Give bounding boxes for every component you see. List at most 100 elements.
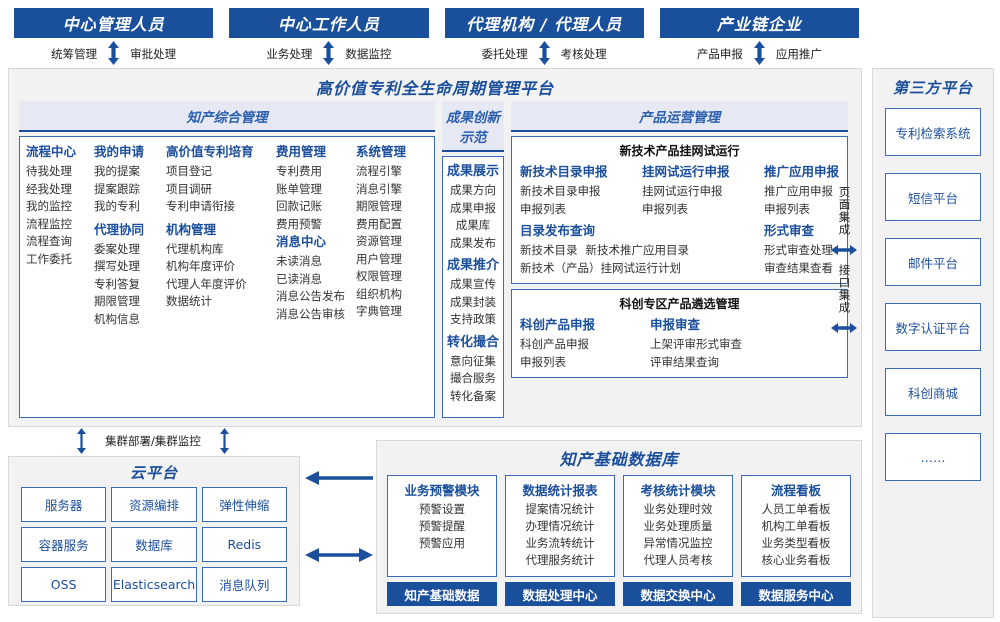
cloud-cell-container[interactable]: 容器服务 <box>21 527 107 562</box>
db-card-item[interactable]: 业务类型看板 <box>761 536 831 550</box>
menu-item[interactable]: 新技术目录申报 <box>520 184 601 198</box>
menu-item[interactable]: 新技术目录 <box>520 243 578 257</box>
menu-item[interactable]: 专利答复 <box>94 276 140 291</box>
menu-item[interactable]: 成果发布 <box>450 235 496 250</box>
third-party-item-more[interactable]: …… <box>885 433 981 481</box>
menu-item[interactable]: 数据统计 <box>166 294 212 308</box>
menu-item[interactable]: 机构信息 <box>94 311 140 326</box>
menu-item[interactable]: 账单管理 <box>276 181 322 196</box>
cloud-cell-elasticsearch[interactable]: Elasticsearch <box>111 567 197 602</box>
db-card-item[interactable]: 业务处理质量 <box>643 519 713 533</box>
menu-item[interactable]: 工作委托 <box>26 251 72 266</box>
menu-item[interactable]: 期限管理 <box>94 294 140 308</box>
menu-item[interactable]: 流程监控 <box>26 216 72 231</box>
menu-item[interactable]: 专利申请衔接 <box>166 199 235 213</box>
menu-item[interactable]: 项目调研 <box>166 181 212 196</box>
menu-item[interactable]: 评审结果查询 <box>650 354 720 369</box>
third-party-item-kechuang-mall[interactable]: 科创商城 <box>885 368 981 416</box>
menu-item[interactable]: 字典管理 <box>356 304 402 318</box>
cloud-cell-redis[interactable]: Redis <box>201 527 287 562</box>
menu-item[interactable]: 组织机构 <box>356 286 402 301</box>
menu-item[interactable]: 费用预警 <box>276 216 322 231</box>
menu-item[interactable]: 项目登记 <box>166 164 212 178</box>
menu-item[interactable]: 申报列表 <box>764 201 811 216</box>
menu-item[interactable]: 代理机构库 <box>166 241 224 256</box>
db-card-item[interactable]: 人员工单看板 <box>761 502 831 516</box>
db-card-item[interactable]: 预警设置 <box>419 502 465 516</box>
menu-item[interactable]: 委案处理 <box>94 241 140 256</box>
menu-item[interactable]: 提案跟踪 <box>94 181 140 196</box>
menu-item[interactable]: 科创产品申报 <box>520 337 590 351</box>
menu-item[interactable]: 成果宣传 <box>450 277 496 291</box>
db-card-item[interactable]: 业务处理时效 <box>643 502 713 516</box>
menu-item[interactable]: 代理人年度评价 <box>166 276 247 291</box>
db-card-item[interactable]: 核心业务看板 <box>761 553 831 567</box>
menu-item[interactable]: 权限管理 <box>356 269 402 283</box>
menu-item[interactable]: 申报列表 <box>520 201 567 216</box>
db-card-item[interactable]: 预警应用 <box>419 536 465 550</box>
db-foot-button[interactable]: 数据交换中心 <box>623 582 733 606</box>
menu-item[interactable]: 机构年度评价 <box>166 259 235 273</box>
menu-item[interactable]: 审查结果查看 <box>764 260 834 275</box>
subpanel-title: 新技术产品挂网试运行 <box>619 144 740 158</box>
menu-item[interactable]: 转化备案 <box>450 388 496 403</box>
third-party-item-email[interactable]: 邮件平台 <box>885 238 981 286</box>
cloud-cell-elastic-scaling[interactable]: 弹性伸缩 <box>201 487 287 522</box>
menu-item[interactable]: 流程查询 <box>26 234 72 248</box>
menu-item[interactable]: 我的监控 <box>26 199 72 213</box>
menu-item[interactable]: 我的专利 <box>94 199 140 213</box>
db-foot-button[interactable]: 数据处理中心 <box>505 582 615 606</box>
menu-item[interactable]: 流程引擎 <box>356 164 402 178</box>
menu-item[interactable]: 新技术（产品）挂网试运行计划 <box>520 260 682 275</box>
menu-item[interactable]: 消息公告发布 <box>276 289 345 303</box>
menu-item[interactable]: 形式审查处理 <box>764 243 834 257</box>
menu-item[interactable]: 申报列表 <box>520 354 567 369</box>
menu-item[interactable]: 意向征集 <box>450 353 496 368</box>
menu-item[interactable]: 上架评审形式审查 <box>650 337 743 351</box>
menu-item[interactable]: 我的提案 <box>94 164 140 178</box>
menu-item[interactable]: 成果封装 <box>450 294 496 309</box>
menu-item[interactable]: 支持政策 <box>450 312 496 326</box>
menu-item[interactable]: 推广应用申报 <box>764 184 834 198</box>
menu-item[interactable]: 费用配置 <box>356 216 402 231</box>
db-card-item[interactable]: 代理服务统计 <box>525 553 595 567</box>
menu-item[interactable]: 申报列表 <box>642 201 689 216</box>
menu-item[interactable]: 待我处理 <box>26 164 72 178</box>
menu-item[interactable]: 经我处理 <box>26 181 72 196</box>
cloud-cell-orchestration[interactable]: 资源编排 <box>111 487 197 522</box>
menu-item[interactable]: 成果库 <box>455 218 491 232</box>
menu-item[interactable]: 回款记账 <box>276 199 322 213</box>
cloud-cell-oss[interactable]: OSS <box>21 567 107 602</box>
menu-item[interactable]: 挂网试运行申报 <box>642 184 723 198</box>
db-card-item[interactable]: 办理情况统计 <box>525 519 595 533</box>
menu-item[interactable]: 用户管理 <box>356 251 402 266</box>
db-card-item[interactable]: 异常情况监控 <box>643 536 713 550</box>
db-card-item[interactable]: 机构工单看板 <box>761 519 831 533</box>
cloud-grid: 服务器 资源编排 弹性伸缩 容器服务 数据库 Redis OSS Elastic… <box>9 487 299 602</box>
third-party-item-sms[interactable]: 短信平台 <box>885 173 981 221</box>
db-card-item[interactable]: 代理人员考核 <box>643 553 713 567</box>
db-card-item[interactable]: 提案情况统计 <box>525 502 595 516</box>
cloud-cell-server[interactable]: 服务器 <box>21 487 107 522</box>
menu-item[interactable]: 成果方向 <box>450 183 496 197</box>
third-party-item-patent-search[interactable]: 专利检索系统 <box>885 108 981 156</box>
cloud-cell-message-queue[interactable]: 消息队列 <box>201 567 287 602</box>
db-foot-button[interactable]: 知产基础数据 <box>387 582 497 606</box>
menu-item[interactable]: 资源管理 <box>356 234 402 248</box>
menu-item[interactable]: 消息引擎 <box>356 181 402 196</box>
menu-item[interactable]: 已读消息 <box>276 271 322 286</box>
db-card-item[interactable]: 预警提醒 <box>419 519 465 533</box>
actor-agency: 代理机构 / 代理人员 委托处理 考核处理 <box>444 8 644 67</box>
menu-item[interactable]: 撮合服务 <box>450 371 496 385</box>
db-foot-button[interactable]: 数据服务中心 <box>741 582 851 606</box>
menu-item[interactable]: 专利费用 <box>276 164 322 178</box>
menu-item[interactable]: 新技术推广应用目录 <box>585 243 690 257</box>
menu-item[interactable]: 未读消息 <box>276 254 322 268</box>
cloud-cell-database[interactable]: 数据库 <box>111 527 197 562</box>
menu-item[interactable]: 撰写处理 <box>94 259 140 273</box>
db-card-item[interactable]: 业务流转统计 <box>525 536 595 550</box>
third-party-item-digital-cert[interactable]: 数字认证平台 <box>885 303 981 351</box>
menu-item[interactable]: 成果申报 <box>450 200 496 215</box>
menu-item[interactable]: 期限管理 <box>356 199 402 213</box>
menu-item[interactable]: 消息公告审核 <box>276 306 345 321</box>
